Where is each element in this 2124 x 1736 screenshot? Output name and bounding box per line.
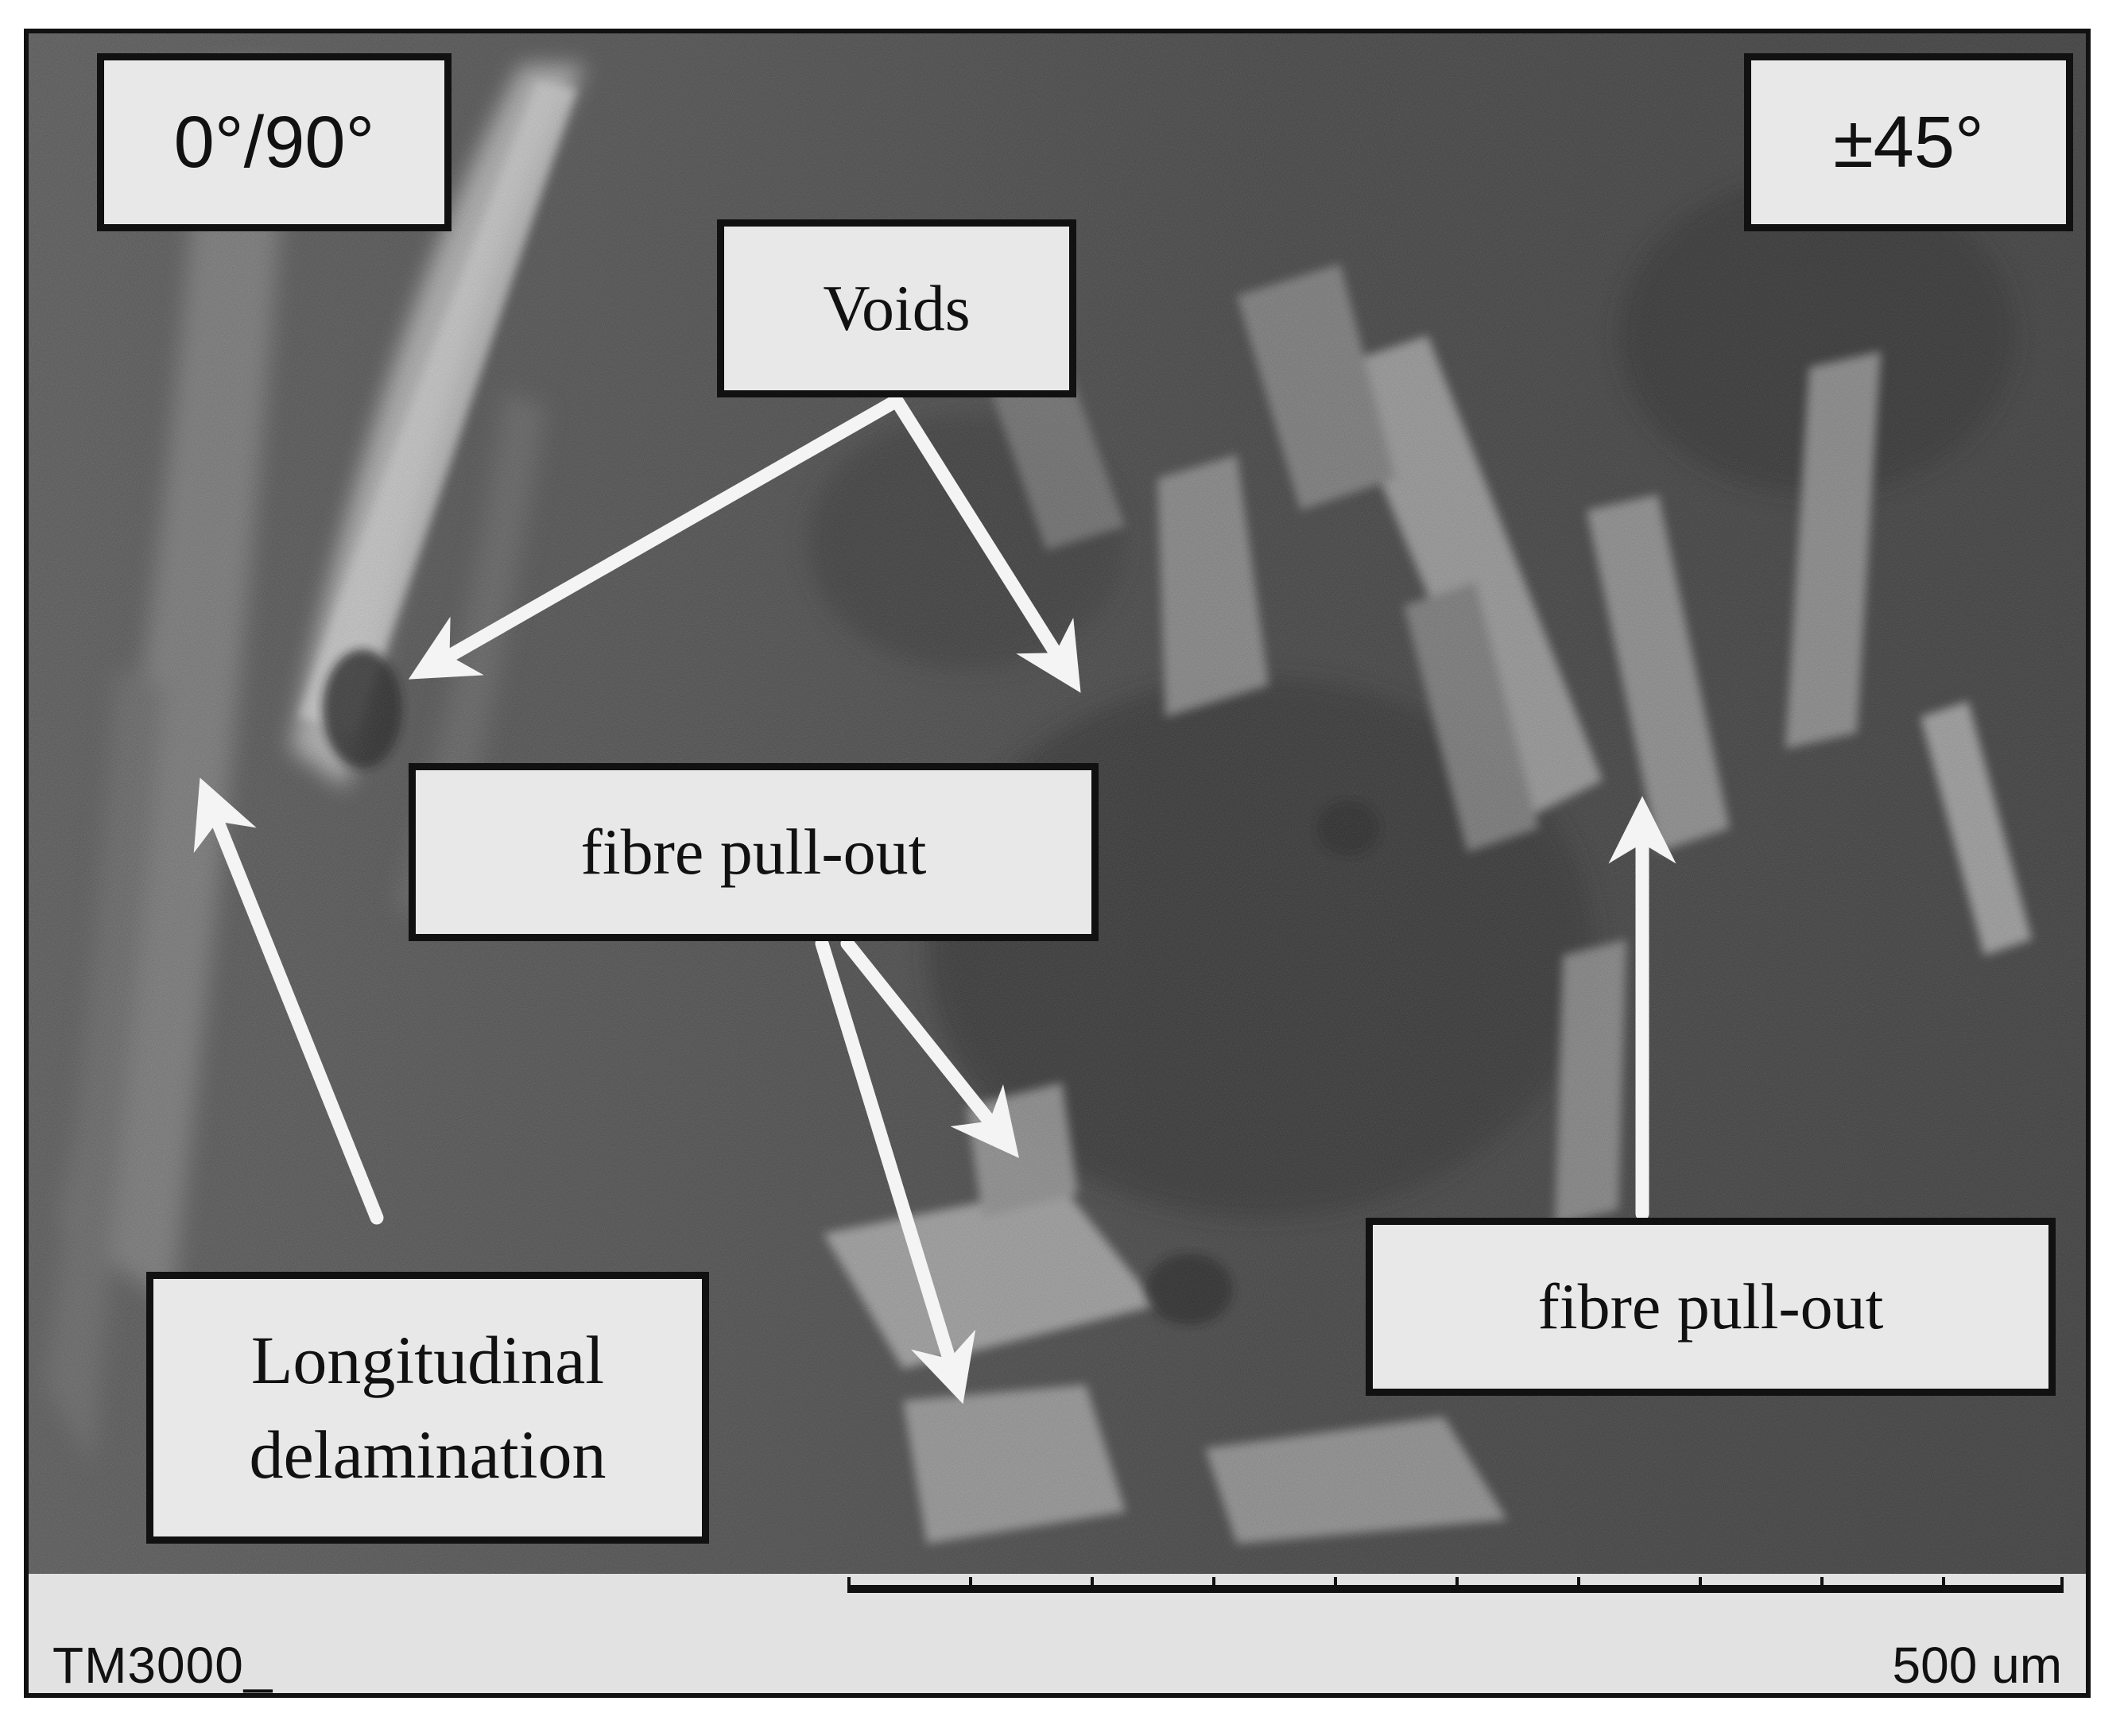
fibre-pull-out-label-left: fibre pull-out bbox=[409, 763, 1099, 941]
longitudinal-delamination-label: Longitudinal delamination bbox=[146, 1272, 709, 1544]
scale-bar bbox=[847, 1577, 2064, 1593]
arrow-voids-left bbox=[408, 393, 904, 680]
arrow-delamination bbox=[193, 777, 384, 1225]
arrow-voids-right bbox=[890, 393, 1081, 693]
instrument-id: TM3000_ bbox=[52, 1637, 273, 1694]
annotation-arrows bbox=[193, 393, 1676, 1405]
orientation-label-pm45: ±45° bbox=[1744, 53, 2073, 231]
sem-data-bar: TM3000_ 500 um bbox=[29, 1574, 2086, 1693]
scale-bar-label: 500 um bbox=[1892, 1637, 2062, 1694]
arrow-pullout-1a bbox=[815, 936, 976, 1405]
micrograph-frame: 0°/90° ±45° Voids fibre pull-out fibre p… bbox=[24, 29, 2091, 1698]
delamination-line: delamination bbox=[249, 1416, 607, 1493]
fibre-pull-out-label-right: fibre pull-out bbox=[1366, 1218, 2056, 1396]
orientation-label-0-90: 0°/90° bbox=[97, 53, 452, 231]
voids-label: Voids bbox=[717, 219, 1076, 397]
longitudinal-line: Longitudinal bbox=[250, 1322, 605, 1399]
arrow-pullout-1b bbox=[840, 936, 1019, 1158]
